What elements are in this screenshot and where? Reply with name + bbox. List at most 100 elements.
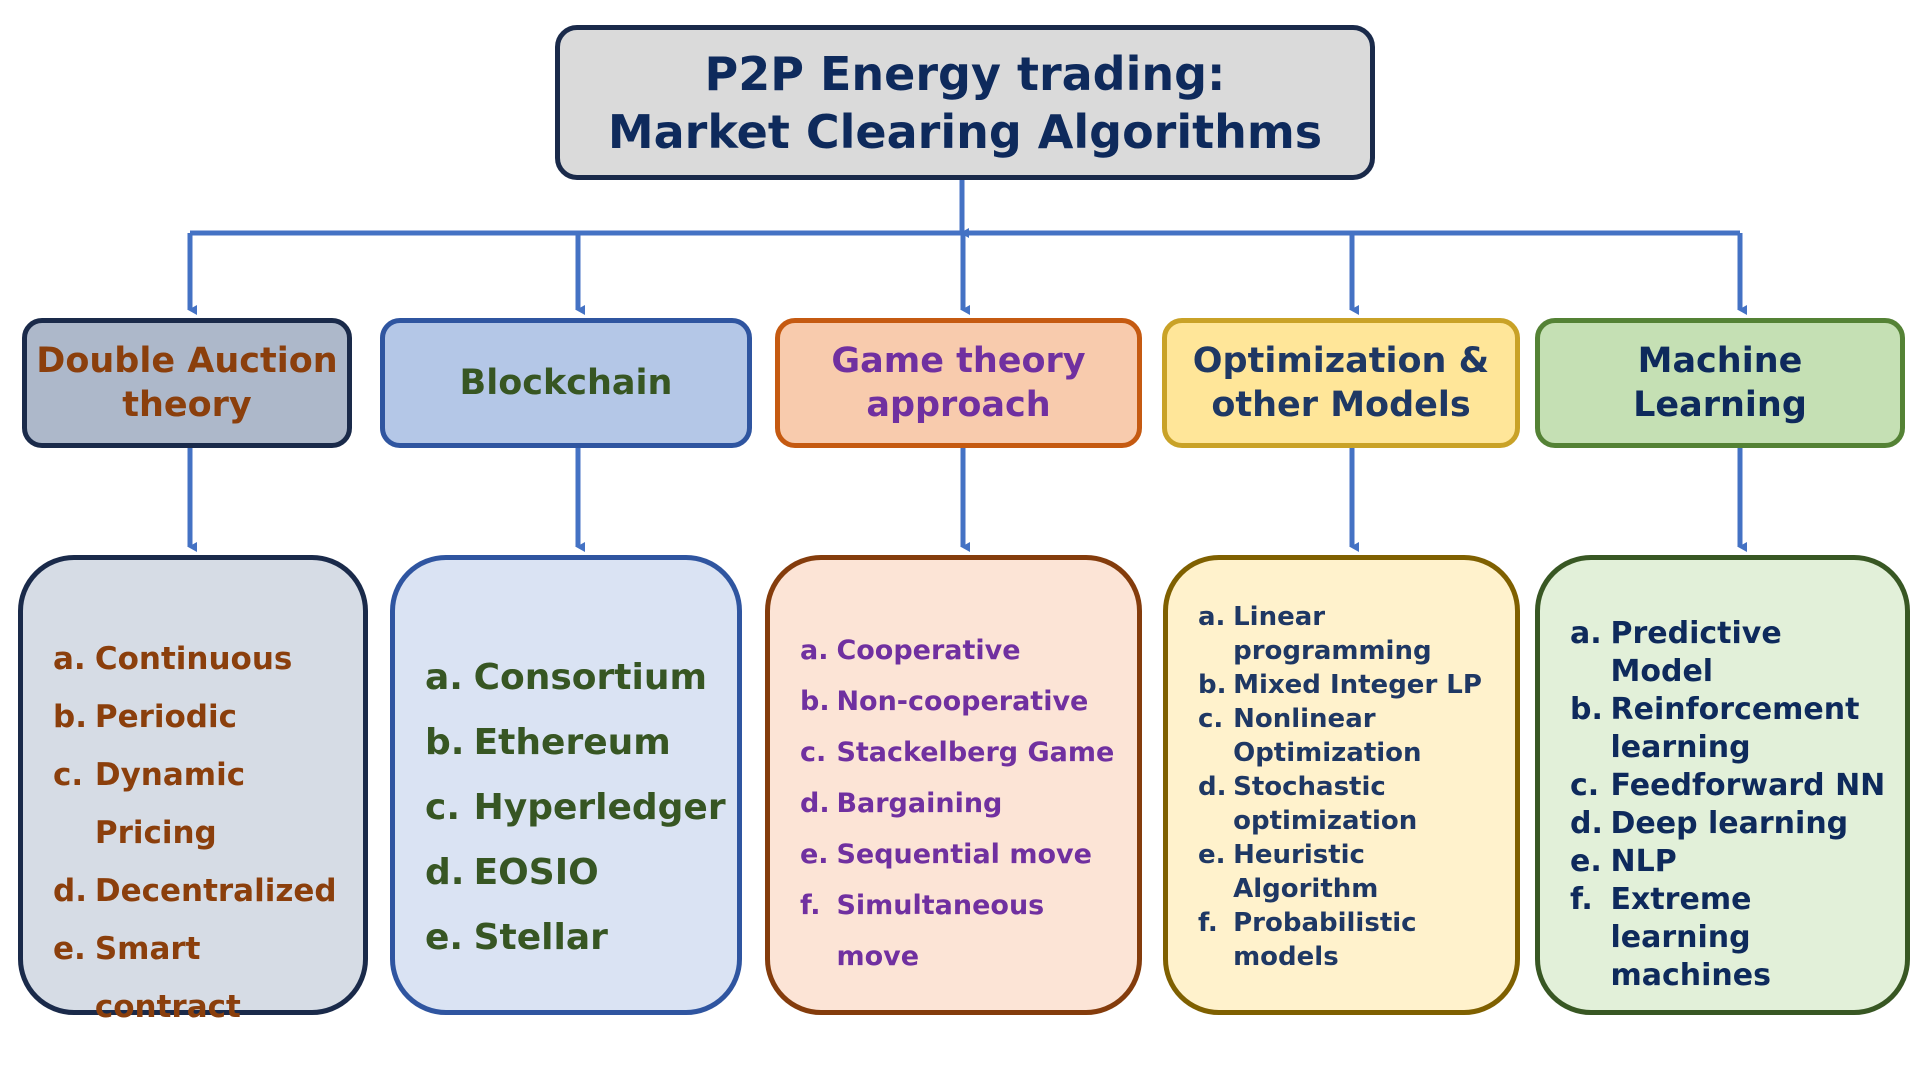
- list-item: c.Hyperledger: [425, 775, 726, 840]
- list-item: b.Periodic: [53, 688, 343, 746]
- list-item-text: Reinforcement learning: [1610, 692, 1860, 765]
- list-item: c. Dynamic Pricing: [53, 746, 343, 862]
- list-item: a.Continuous: [53, 630, 343, 688]
- list-item: b.Reinforcement learning: [1570, 691, 1893, 767]
- connectors: [187, 180, 1747, 552]
- list-item-marker: a.: [53, 641, 86, 677]
- list-item-text: Probabilistic models: [1233, 908, 1417, 972]
- list-item-marker: b.: [800, 686, 830, 717]
- category-label-line: Blockchain: [459, 363, 673, 403]
- list-item-marker: f.: [1570, 882, 1593, 917]
- list-item: d.Stochastic optimization: [1198, 770, 1501, 838]
- list-item-text: Ethereum: [473, 722, 671, 763]
- list-item-marker: c.: [53, 757, 84, 793]
- list-item-text: NLP: [1610, 844, 1677, 879]
- list-item-text: Continuous: [94, 641, 293, 677]
- list-item-marker: c.: [425, 787, 461, 828]
- list-item: d.Decentralized: [53, 862, 343, 920]
- list-item-text: Stellar: [473, 917, 608, 958]
- list-item-text: EOSIO: [473, 852, 599, 893]
- list-item-marker: c.: [1570, 768, 1600, 803]
- list-item-marker: a.: [800, 635, 829, 666]
- list-item: e.Stellar: [425, 905, 719, 970]
- list-item-marker: e.: [1198, 840, 1226, 870]
- list-item: a.Linear programming: [1198, 600, 1501, 668]
- list-item: b.Ethereum: [425, 710, 719, 775]
- list-item-text: Stackelberg Game: [836, 737, 1115, 768]
- list-item-marker: e.: [800, 839, 829, 870]
- category-label-line: approach: [866, 385, 1051, 425]
- category-label-line: Optimization &: [1192, 341, 1490, 381]
- list-item: f. Extreme learning machines: [1570, 881, 1893, 995]
- list-item-text: Decentralized: [94, 873, 337, 909]
- list-item: e.NLP: [1570, 843, 1893, 881]
- list-item-marker: a.: [1198, 602, 1226, 632]
- list-item-marker: d.: [1570, 806, 1603, 841]
- list-item-marker: d.: [425, 852, 465, 893]
- list-item-text: Feedforward NN: [1610, 768, 1886, 803]
- category-box-blockchain: Blockchain: [380, 318, 752, 448]
- list-item-marker: b.: [1570, 692, 1603, 727]
- list-item-text: Linear programming: [1233, 602, 1432, 666]
- list-item-marker: e.: [53, 931, 86, 967]
- list-item: c.Nonlinear Optimization: [1198, 702, 1501, 770]
- list-item-marker: f.: [1198, 908, 1218, 938]
- list-item-text: Stochastic optimization: [1233, 772, 1418, 836]
- title-line-2: Market Clearing Algorithms: [607, 104, 1323, 159]
- list-item: b.Non-cooperative: [800, 676, 1123, 727]
- list-item: f. Simultaneous move: [800, 880, 1123, 982]
- list-item-marker: d.: [53, 873, 87, 909]
- title-line-1: P2P Energy trading:: [704, 46, 1226, 101]
- list-item: e.Smart contract: [53, 920, 343, 1036]
- list-item-text: Nonlinear Optimization: [1233, 704, 1422, 768]
- category-label-line: Machine: [1637, 341, 1803, 381]
- list-item-text: Smart contract: [94, 931, 241, 1025]
- category-box-optimization: Optimization &other Models: [1162, 318, 1520, 448]
- list-item: a.Cooperative: [800, 625, 1123, 676]
- list-item-text: Extreme learning machines: [1610, 882, 1772, 993]
- list-item-marker: e.: [1570, 844, 1602, 879]
- list-item-marker: b.: [1198, 670, 1227, 700]
- list-item-marker: b.: [53, 699, 87, 735]
- list-item-marker: d.: [800, 788, 830, 819]
- category-label-line: other Models: [1211, 385, 1471, 425]
- list-item-text: Simultaneous move: [836, 890, 1045, 972]
- list-item-text: Deep learning: [1610, 806, 1849, 841]
- list-item-marker: a.: [425, 657, 463, 698]
- list-item-text: Predictive Model: [1610, 616, 1782, 689]
- list-item-text: Cooperative: [836, 635, 1021, 666]
- list-item: e.Sequential move: [800, 829, 1123, 880]
- list-item: b.Mixed Integer LP: [1198, 668, 1501, 702]
- list-item-marker: e.: [425, 917, 464, 958]
- list-item-text: Bargaining: [836, 788, 1003, 819]
- list-item-text: Periodic: [94, 699, 237, 735]
- list-item-marker: f.: [800, 890, 821, 921]
- list-item-marker: a.: [1570, 616, 1602, 651]
- list-item: f. Probabilistic models: [1198, 906, 1501, 974]
- list-item-marker: d.: [1198, 772, 1227, 802]
- list-item-marker: b.: [425, 722, 465, 763]
- category-label-line: theory: [122, 385, 252, 425]
- list-item-text: Mixed Integer LP: [1233, 670, 1482, 700]
- list-item: d.EOSIO: [425, 840, 719, 905]
- list-item: a.Consortium: [425, 645, 719, 710]
- list-item: d.Bargaining: [800, 778, 1123, 829]
- list-item-text: Dynamic Pricing: [94, 757, 246, 851]
- list-item-text: Sequential move: [836, 839, 1092, 870]
- list-item-text: Heuristic Algorithm: [1233, 840, 1379, 904]
- list-item: c. Feedforward NN: [1570, 767, 1893, 805]
- category-label-line: Game theory: [831, 341, 1086, 381]
